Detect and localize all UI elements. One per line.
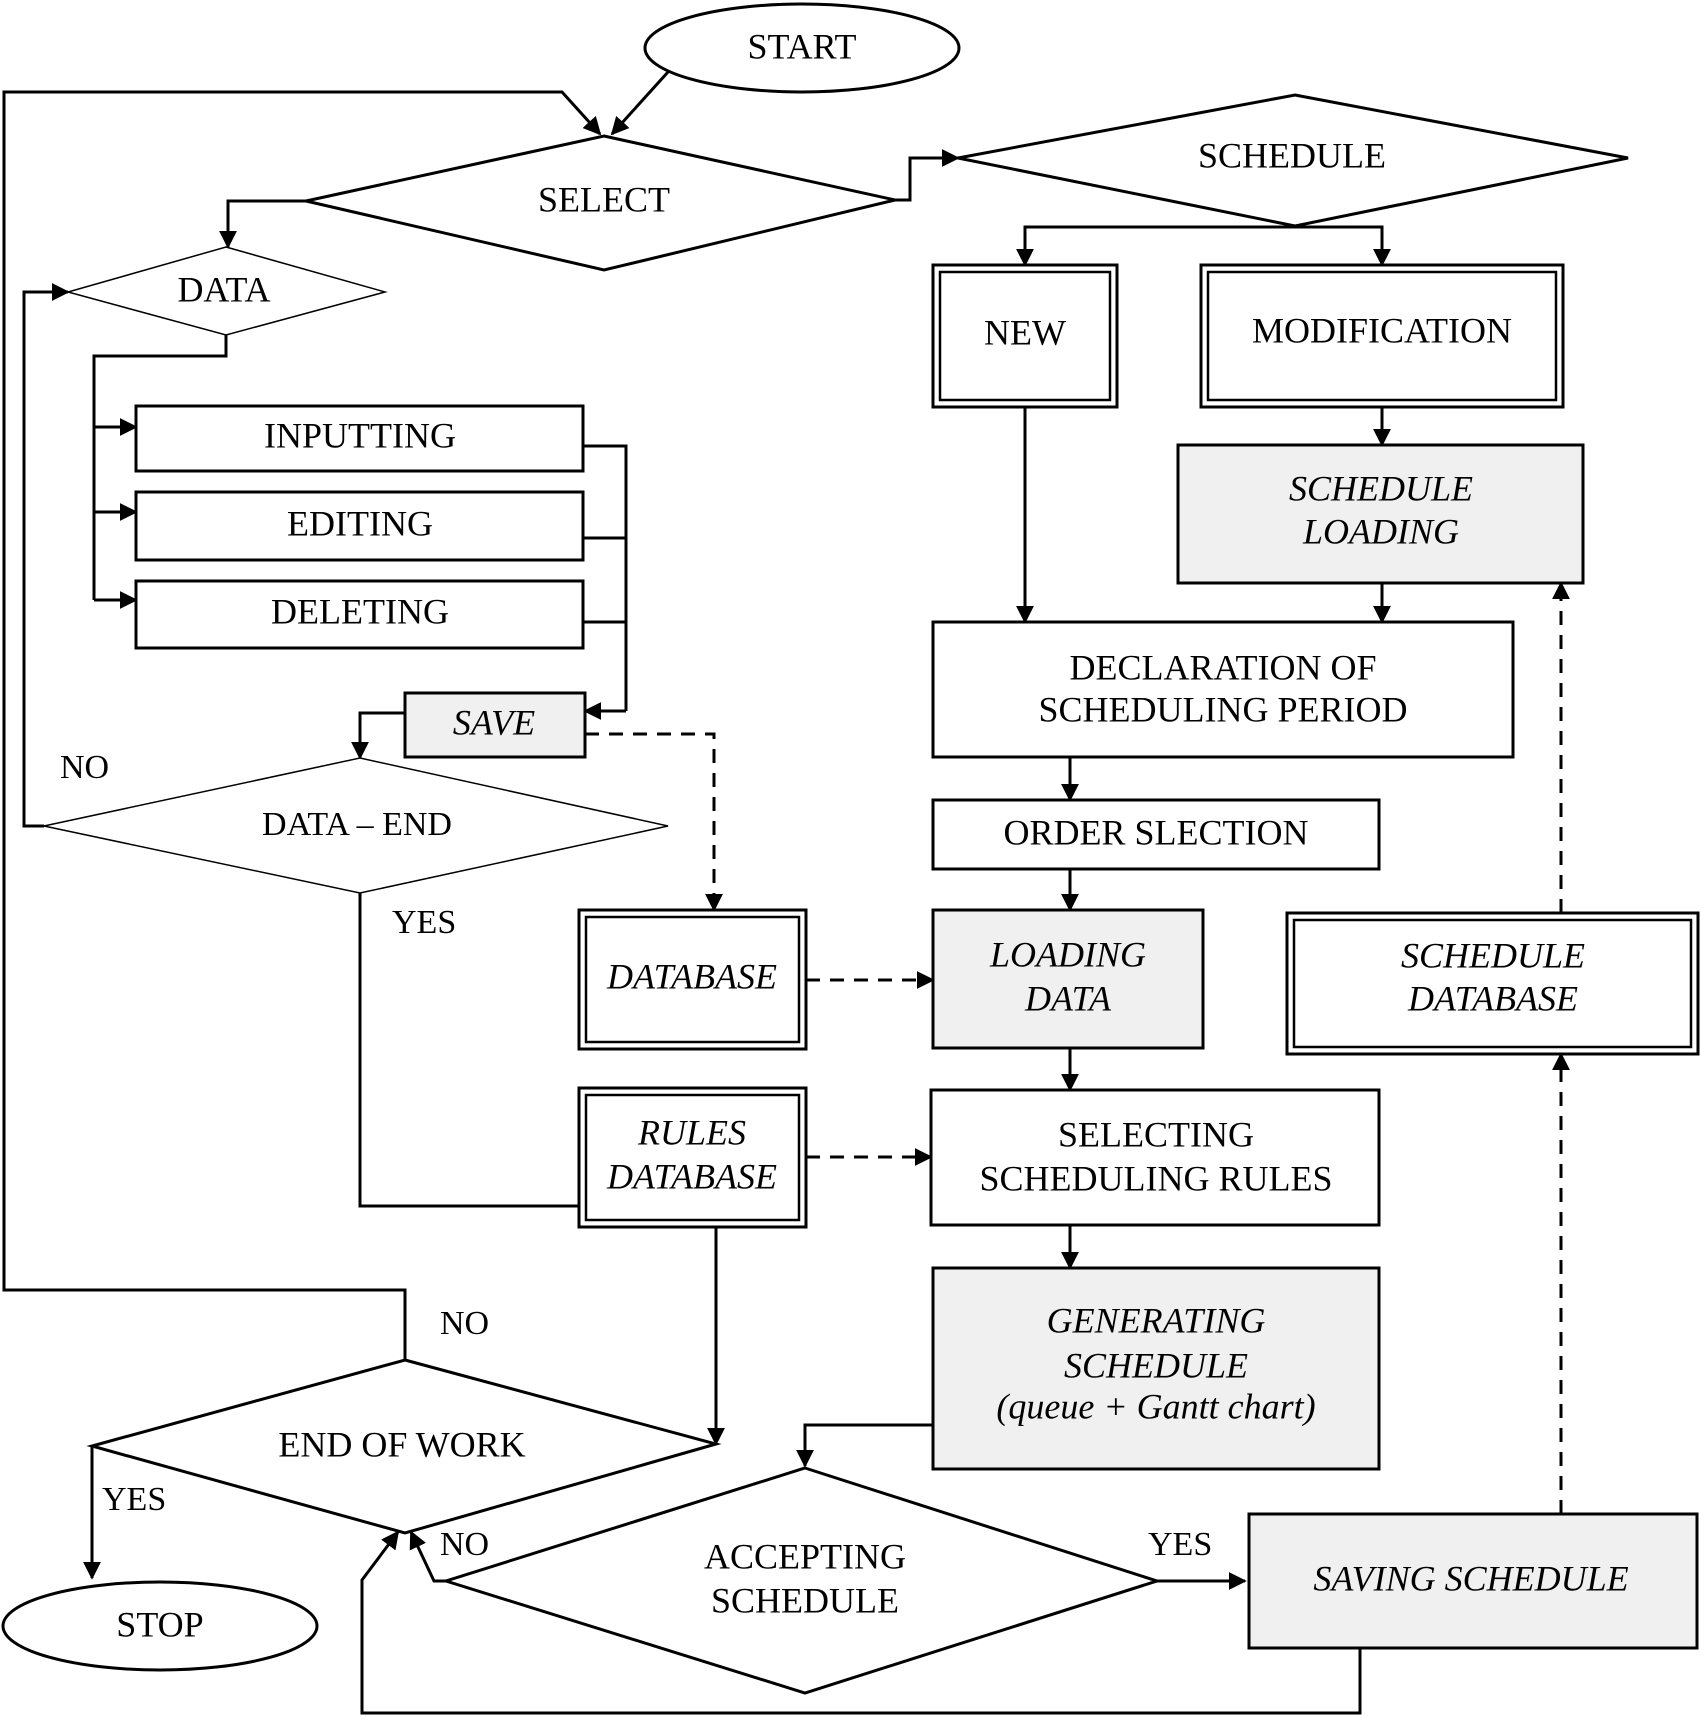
deleting-box: DELETING	[134, 579, 585, 650]
stop-label: STOP	[116, 1604, 203, 1644]
inputting-box: INPUTTING	[134, 404, 585, 473]
data-end-label: DATA – END	[262, 806, 452, 843]
schedule-loading-line1: SCHEDULE	[1289, 468, 1473, 508]
editing-label: EDITING	[287, 503, 433, 543]
start-label: START	[748, 26, 857, 66]
new-label: NEW	[984, 312, 1066, 352]
modification-label: MODIFICATION	[1252, 310, 1512, 350]
end-of-work-label: END OF WORK	[278, 1424, 525, 1464]
generating-schedule-line3: (queue + Gantt chart)	[996, 1386, 1315, 1426]
save-label: SAVE	[453, 702, 535, 742]
accepting-no-label: NO	[440, 1526, 489, 1563]
declaration-line2: SCHEDULING PERIOD	[1039, 689, 1408, 729]
data-decision: DATA	[65, 246, 388, 336]
connectors	[2, 70, 1570, 1715]
end-of-work-yes-label: YES	[102, 1481, 166, 1518]
select-label: SELECT	[538, 179, 670, 219]
modification-box: MODIFICATION	[1199, 263, 1565, 409]
declaration-box: DECLARATION OF SCHEDULING PERIOD	[931, 620, 1515, 759]
rules-database-line1: RULES	[637, 1112, 746, 1152]
schedule-database-box: SCHEDULE DATABASE	[1285, 911, 1700, 1056]
inputting-label: INPUTTING	[264, 415, 456, 455]
accepting-schedule-line2: SCHEDULE	[711, 1580, 899, 1620]
editing-box: EDITING	[134, 490, 585, 562]
generating-schedule-line2: SCHEDULE	[1064, 1345, 1248, 1385]
loading-data-box: LOADING DATA	[931, 908, 1205, 1050]
save-box: SAVE	[403, 691, 587, 759]
end-of-work-decision: END OF WORK	[86, 1358, 722, 1535]
order-selection-box: ORDER SLECTION	[931, 798, 1381, 871]
selecting-rules-box: SELECTING SCHEDULING RULES	[929, 1088, 1381, 1227]
new-box: NEW	[931, 263, 1119, 409]
loading-data-line2: DATA	[1024, 978, 1112, 1018]
schedule-loading-box: SCHEDULE LOADING	[1176, 443, 1585, 585]
rules-database-box: RULES DATABASE	[577, 1086, 808, 1229]
select-decision: SELECT	[305, 134, 896, 272]
data-label: DATA	[177, 269, 270, 309]
declaration-line1: DECLARATION OF	[1069, 647, 1376, 687]
generating-schedule-box: GENERATING SCHEDULE (queue + Gantt chart…	[931, 1266, 1381, 1471]
stop-terminal: STOP	[1, 1580, 319, 1672]
database-box: DATABASE	[577, 908, 808, 1051]
data-end-no-label: NO	[60, 749, 109, 786]
deleting-label: DELETING	[271, 591, 449, 631]
order-selection-label: ORDER SLECTION	[1004, 812, 1309, 852]
database-label: DATABASE	[606, 956, 777, 996]
start-terminal: START	[643, 2, 961, 94]
data-end-decision: DATA – END	[43, 757, 669, 894]
schedule-database-line2: DATABASE	[1407, 978, 1578, 1018]
schedule-database-line1: SCHEDULE	[1401, 935, 1585, 975]
schedule-decision: SCHEDULE	[957, 93, 1629, 228]
accepting-yes-label: YES	[1148, 1526, 1212, 1563]
end-of-work-no-label: NO	[440, 1305, 489, 1342]
selecting-rules-line1: SELECTING	[1058, 1114, 1254, 1154]
schedule-label: SCHEDULE	[1198, 135, 1386, 175]
rules-database-line2: DATABASE	[606, 1156, 777, 1196]
data-end-yes-label: YES	[392, 904, 456, 941]
schedule-loading-line2: LOADING	[1302, 511, 1459, 551]
selecting-rules-line2: SCHEDULING RULES	[979, 1158, 1332, 1198]
saving-schedule-box: SAVING SCHEDULE	[1247, 1512, 1699, 1650]
accepting-schedule-line1: ACCEPTING	[704, 1536, 906, 1576]
loading-data-line1: LOADING	[989, 934, 1146, 974]
accepting-schedule-decision: ACCEPTING SCHEDULE	[440, 1466, 1162, 1695]
generating-schedule-line1: GENERATING	[1047, 1300, 1266, 1340]
saving-schedule-label: SAVING SCHEDULE	[1313, 1558, 1628, 1598]
